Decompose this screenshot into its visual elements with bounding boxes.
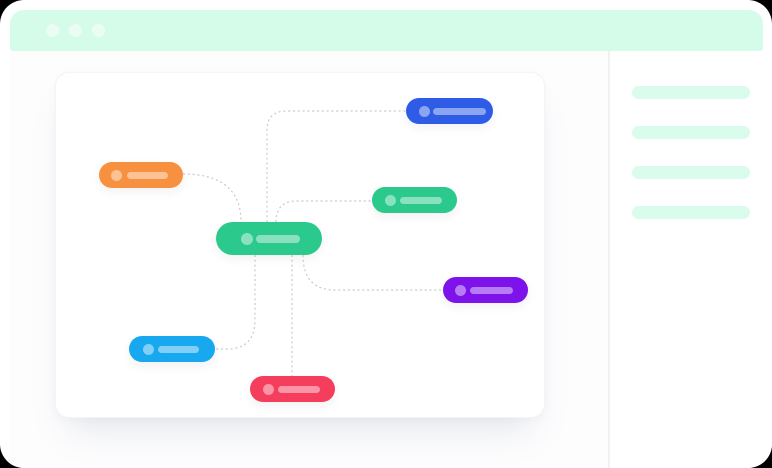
node-bullet-icon xyxy=(419,105,430,117)
node-bullet-icon xyxy=(143,343,154,355)
mindmap-node-purple[interactable] xyxy=(443,277,528,303)
sidebar-line-1[interactable] xyxy=(632,86,750,99)
mindmap-node-cyan[interactable] xyxy=(129,336,215,362)
node-text-placeholder xyxy=(127,171,168,179)
mindmap-node-root[interactable] xyxy=(216,222,322,255)
sidebar-divider xyxy=(608,51,610,468)
node-bullet-icon xyxy=(385,194,396,206)
window-titlebar xyxy=(10,10,763,51)
sidebar-panel xyxy=(610,51,772,468)
window-control-dot-3[interactable] xyxy=(92,24,105,37)
node-text-placeholder xyxy=(278,385,320,393)
mindmap-node-red[interactable] xyxy=(250,376,335,402)
edge-orange-to-root xyxy=(182,173,242,223)
node-bullet-icon xyxy=(241,232,253,245)
sidebar-line-4[interactable] xyxy=(632,206,750,219)
mindmap-node-blue[interactable] xyxy=(406,98,493,124)
mindmap-node-orange[interactable] xyxy=(99,162,183,188)
node-bullet-icon xyxy=(455,284,466,296)
node-bullet-icon xyxy=(263,383,274,395)
window-control-dot-1[interactable] xyxy=(46,24,59,37)
node-text-placeholder xyxy=(400,196,442,204)
node-text-placeholder xyxy=(256,234,300,243)
edge-root-to-blue xyxy=(266,110,406,222)
mindmap-node-green[interactable] xyxy=(372,187,457,213)
edge-root-to-green xyxy=(275,200,372,223)
edge-root-to-purple xyxy=(302,254,443,291)
node-text-placeholder xyxy=(470,286,513,294)
edge-root-to-cyan xyxy=(215,255,256,350)
node-text-placeholder xyxy=(158,345,199,353)
sidebar-line-2[interactable] xyxy=(632,126,750,139)
window-control-dot-2[interactable] xyxy=(69,24,82,37)
node-text-placeholder xyxy=(433,107,486,115)
node-bullet-icon xyxy=(111,169,122,181)
sidebar-line-3[interactable] xyxy=(632,166,750,179)
